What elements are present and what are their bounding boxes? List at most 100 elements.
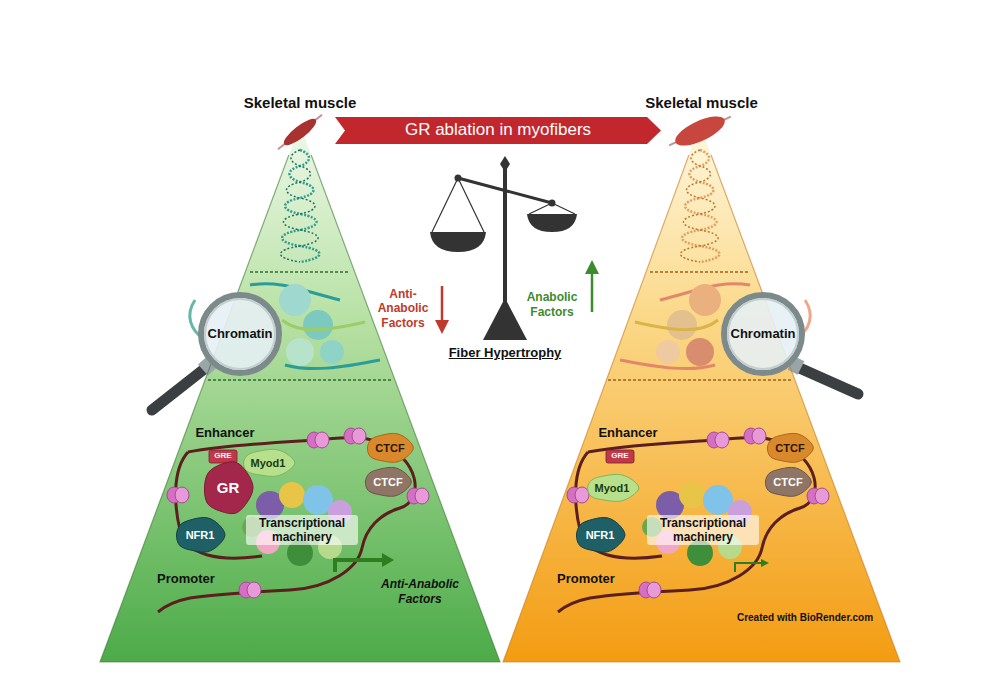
protein-blob: NFR1	[174, 516, 226, 554]
histone	[315, 432, 329, 448]
node-text: NFR1	[586, 529, 615, 542]
protein-blob: CTCF	[363, 466, 412, 498]
protein-blob: CTCF	[765, 432, 814, 464]
gene-output-label: Anti-Anabolic Factors	[372, 577, 468, 606]
fiber	[620, 360, 715, 369]
region-label-box: Promoter	[541, 568, 631, 587]
node-text: NFR1	[186, 529, 215, 542]
panel-outline	[100, 155, 500, 662]
lens-handle	[152, 366, 208, 410]
histone	[815, 488, 829, 504]
complex-label: Transcriptional machinery	[647, 515, 759, 546]
decrease-arrow	[441, 286, 444, 322]
node-text: Chromatin	[731, 327, 796, 342]
panel-outline	[503, 155, 900, 662]
scale-pan	[430, 232, 486, 252]
nucleosome	[656, 340, 680, 364]
scale-base	[483, 298, 527, 340]
node-text: CTCF	[773, 476, 802, 489]
credit-note-box: Created with BioRender.com	[720, 606, 890, 625]
dna-strand	[681, 150, 719, 262]
fiber	[285, 360, 380, 369]
complex-label: Transcriptional machinery	[246, 515, 358, 546]
protein-shape	[766, 467, 812, 496]
protein-shape	[768, 433, 814, 462]
protein-blob: Myod1	[241, 448, 296, 478]
node-text: CTCF	[775, 442, 804, 455]
lens-handle	[795, 366, 858, 394]
lens-glass	[201, 295, 279, 373]
effect-label-box: Anti-Anabolic Factors	[374, 287, 432, 331]
scale-pole	[503, 168, 507, 305]
zoom-line	[608, 379, 792, 381]
gre-box	[209, 450, 237, 463]
zoom-line	[250, 271, 350, 273]
node-text: GRE	[611, 451, 628, 460]
muscle-icon	[665, 108, 735, 155]
region-label: Promoter	[557, 571, 615, 587]
zoom-line	[208, 379, 392, 381]
muscle-icon	[274, 110, 326, 154]
fiber	[635, 320, 718, 330]
gre-element: GRE	[606, 450, 634, 463]
nucleosome	[307, 432, 329, 448]
zoom-line	[650, 271, 750, 273]
node-text: Chromatin	[208, 327, 273, 342]
node-text: GRE	[214, 451, 231, 460]
tendon	[278, 115, 322, 149]
nucleosome	[686, 338, 714, 366]
region-label: Enhancer	[598, 425, 657, 441]
transcription-arrowhead	[382, 553, 394, 567]
muscle-belly	[281, 115, 320, 149]
scale-string	[458, 178, 484, 232]
node-text: CTCF	[373, 476, 402, 489]
histone	[715, 432, 729, 448]
nucleosome	[689, 284, 721, 316]
region-label: Promoter	[157, 571, 215, 587]
histone	[647, 582, 661, 598]
nucleosome	[407, 488, 429, 504]
scale-string	[529, 203, 552, 214]
node-text: Myod1	[595, 482, 630, 495]
nucleosome	[320, 340, 344, 364]
credit-note: Created with BioRender.com	[737, 612, 873, 624]
increase-arrow	[591, 272, 594, 312]
dna-loop	[158, 438, 415, 612]
transcription-arrow	[735, 563, 762, 572]
node-text: GR	[217, 479, 240, 496]
outcome-label: Fiber Hypertrophy	[449, 345, 562, 361]
locus-right	[558, 428, 829, 612]
muscle-belly	[671, 111, 728, 152]
nucleosome	[286, 338, 314, 366]
gene-output-label-box: Anti-Anabolic Factors	[372, 577, 468, 607]
nucleosome	[239, 582, 261, 598]
nucleosome	[807, 488, 829, 504]
histone	[352, 428, 366, 444]
fiber	[282, 320, 365, 330]
lens-glass	[724, 295, 802, 373]
region-label-box: Enhancer	[583, 422, 673, 441]
outcome-label-box: Fiber Hypertrophy	[430, 342, 580, 361]
protein-blob: CTCF	[763, 466, 812, 498]
histone	[415, 488, 429, 504]
effect-label: Anabolic Factors	[522, 290, 582, 319]
nucleosome	[744, 428, 766, 444]
nucleosome	[344, 428, 366, 444]
nucleosome	[167, 487, 189, 503]
region-label-box: Enhancer	[180, 422, 270, 441]
magnifier-lens: Chromatin	[198, 292, 282, 376]
scale-pan	[527, 214, 577, 232]
gre-box	[606, 450, 634, 463]
region-label-box: Promoter	[141, 568, 231, 587]
scale-string	[552, 203, 575, 214]
nucleosome	[567, 487, 589, 503]
increase-arrowhead	[585, 260, 599, 274]
protein-blob: NFR1	[574, 516, 626, 554]
nucleosome	[639, 582, 661, 598]
nucleosome	[303, 310, 333, 340]
effect-label-box: Anabolic Factors	[522, 290, 582, 320]
nucleosome	[667, 310, 697, 340]
histone	[175, 487, 189, 503]
protein-shape	[587, 474, 638, 501]
